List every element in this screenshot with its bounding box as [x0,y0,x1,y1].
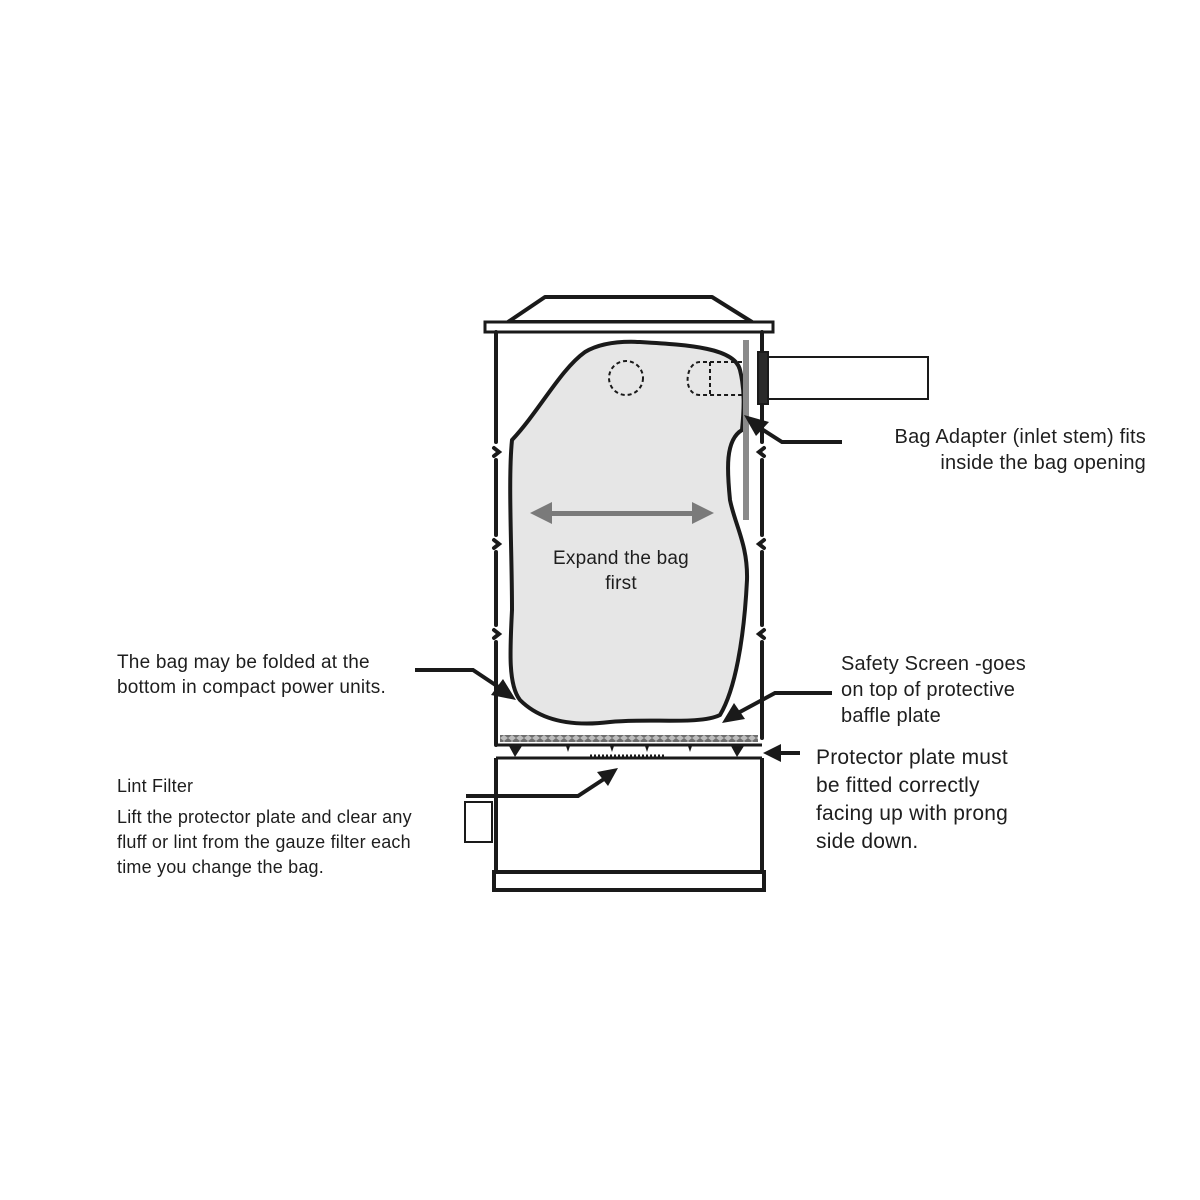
lint-title: Lint Filter [117,776,194,796]
inlet-flange [757,351,769,405]
lid-rim [483,320,775,334]
label-expand-bag: Expand the bag first [531,546,711,596]
inlet-pipe [767,356,929,400]
bag-dashed-circle [608,360,644,396]
safety-line-2: on top of protective [841,679,1016,701]
label-safety-screen: Safety Screen -goes on top of protective… [841,651,1026,729]
canister-right-wall [755,330,766,740]
lint-line-3: time you change the bag. [117,857,324,877]
label-bag-folded: The bag may be folded at the bottom in c… [117,650,386,700]
lid-dome [506,295,754,324]
label-bag-adapter: Bag Adapter (inlet stem) fits inside the… [850,424,1146,476]
bag-adapter-rod [743,340,749,520]
lint-line-1: Lift the protector plate and clear any [117,807,412,827]
canister-base [492,870,766,892]
expand-line-2: first [605,573,637,594]
protector-line-2: be fitted correctly [816,774,980,797]
label-lint-filter-title: Lint Filter [117,773,193,799]
lint-line-2: fluff or lint from the gauze filter each [117,832,411,852]
expand-line-1: Expand the bag [553,548,689,569]
safety-screen [500,735,758,742]
leader-safety-screen [722,691,832,723]
leader-protector-plate [763,744,800,762]
folded-line-1: The bag may be folded at the [117,652,370,673]
safety-line-3: baffle plate [841,705,941,727]
leader-lint-filter [466,768,618,798]
protector-line-3: facing up with prong [816,802,1008,825]
adapter-dashed-outline [686,361,742,396]
protector-line-4: side down. [816,830,919,853]
bag-adapter-line-2: inside the bag opening [940,452,1146,474]
expand-double-arrow [530,502,714,524]
protector-line-1: Protector plate must [816,746,1008,769]
leader-bag-adapter [744,415,842,444]
label-lint-filter-body: Lift the protector plate and clear any f… [117,805,412,880]
bag-adapter-line-1: Bag Adapter (inlet stem) fits [894,426,1146,448]
side-outlet [464,801,493,843]
safety-line-1: Safety Screen -goes [841,653,1027,675]
leader-bag-folded [415,668,516,700]
folded-line-2: bottom in compact power units. [117,677,386,698]
protector-plate-prongs [509,746,744,757]
dust-bag [508,339,750,726]
label-protector-plate: Protector plate must be fitted correctly… [816,744,1008,856]
